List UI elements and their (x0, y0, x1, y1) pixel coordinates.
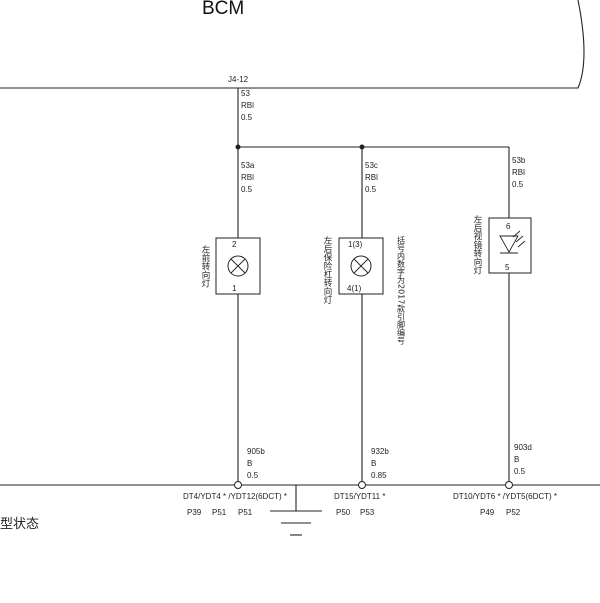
branch3-ground-connector (505, 481, 513, 489)
bcm-outline (0, 0, 585, 89)
bcm-title: BCM (202, 0, 244, 19)
branch3-bottom-num: 903d (514, 443, 532, 452)
branch1-conn-text: DT4/YDT4 * /YDT12(6DCT) * (183, 492, 287, 501)
branch1-pin-bottom: 1 (232, 284, 237, 293)
branch2-ground-connector (358, 481, 366, 489)
branch1-pos-1: P39 (187, 508, 202, 517)
branch2-top-size: 0.5 (365, 185, 377, 194)
branch1-top-color: RBl (241, 173, 254, 182)
branch1-pin-top: 2 (232, 240, 237, 249)
branch2-top-num: 53c (365, 161, 378, 170)
led-icon (499, 230, 526, 254)
branch3-top-color: RBl (512, 168, 525, 177)
feed-wire-size: 0.5 (241, 113, 253, 122)
branch2-bottom-num: 932b (371, 447, 389, 456)
side-text: 型状态 (0, 517, 39, 532)
branch1-bottom-size: 0.5 (247, 471, 259, 480)
branch3-lamp-box (488, 217, 532, 274)
ground-symbol-icon (270, 485, 322, 536)
branch2-pos-2: P53 (360, 508, 375, 517)
branch1-top-size: 0.5 (241, 185, 253, 194)
branch1-pos-2: P51 (212, 508, 227, 517)
branch3-pos-2: P52 (506, 508, 521, 517)
feed-wire-num: 53 (241, 89, 250, 98)
bcm-connector-label: J4-12 (228, 75, 249, 84)
branch1-bottom-num: 905b (247, 447, 265, 456)
branch2-lamp-label: 左后保险杠转向灯 (322, 235, 332, 304)
branch2-bottom-size: 0.85 (371, 471, 387, 480)
branch2-note: 括号内数字为2017款引脚编号 (397, 235, 406, 345)
branch1-top-num: 53a (241, 161, 255, 170)
branch2-pin-bottom: 4(1) (347, 284, 362, 293)
branch2-pin-top: 1(3) (348, 240, 363, 249)
branch3-lamp-label: 左后视镜转向灯 (472, 214, 482, 275)
branch2-conn-text: DT15/YDT11 * (334, 492, 385, 501)
branch1-bottom-color: B (247, 459, 252, 468)
branch3-bottom-size: 0.5 (514, 467, 526, 476)
branch1-ground-connector (234, 481, 242, 489)
branch3-pin-bottom: 5 (505, 263, 510, 272)
branch1-lamp-label: 左前转向灯 (200, 244, 210, 288)
branch3-bottom-color: B (514, 455, 519, 464)
branch3-conn-text: DT10/YDT6 * /YDT5(6DCT) * (453, 492, 557, 501)
feed-wire-color: RBl (241, 101, 254, 110)
branch3-pin-top: 6 (506, 222, 511, 231)
branch3-top-num: 53b (512, 156, 526, 165)
branch1-pos-3: P51 (238, 508, 253, 517)
branch3-pos-1: P49 (480, 508, 495, 517)
branch2-pos-1: P50 (336, 508, 351, 517)
branch2-top-color: RBl (365, 173, 378, 182)
branch3-top-size: 0.5 (512, 180, 524, 189)
branch2-bottom-color: B (371, 459, 376, 468)
